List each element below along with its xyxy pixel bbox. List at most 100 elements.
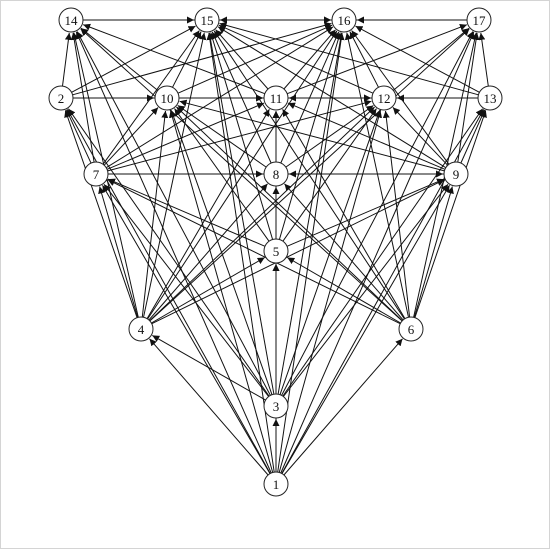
node-label: 2	[58, 91, 65, 106]
node-15: 15	[194, 7, 220, 33]
edge-2-to-14	[62, 32, 72, 87]
node-circle	[58, 7, 84, 33]
edge-6-to-5	[287, 257, 401, 324]
node-12: 12	[371, 85, 397, 111]
edge-10-to-14	[80, 27, 159, 91]
node-6: 6	[398, 316, 424, 342]
node-label: 11	[270, 91, 283, 106]
node-circle	[466, 7, 492, 33]
edge-11-to-15	[215, 29, 269, 90]
edge-12-to-16	[349, 31, 379, 88]
node-label: 4	[138, 322, 145, 337]
node-circle	[443, 161, 469, 187]
node-label: 13	[484, 91, 497, 106]
node-14: 14	[58, 7, 84, 33]
edge-13-to-15	[219, 21, 479, 96]
edge-6-to-9	[413, 186, 454, 318]
node-label: 17	[473, 13, 487, 28]
edge-8-to-12	[285, 105, 374, 168]
node-label: 5	[273, 244, 280, 259]
node-label: 10	[161, 91, 174, 106]
edge-5-to-7	[107, 178, 266, 247]
node-7: 7	[83, 161, 109, 187]
node-13: 13	[477, 85, 503, 111]
node-circle	[194, 7, 220, 33]
edge-1-to-4	[149, 338, 269, 476]
edge-1-to-7	[102, 184, 271, 474]
edge-4-to-11	[146, 108, 270, 319]
edge-3-to-13	[282, 108, 484, 397]
edge-7-to-12	[107, 99, 372, 172]
edge-1-to-6	[283, 338, 403, 476]
edge-2-to-15	[71, 25, 196, 93]
edge-10-to-16	[177, 24, 333, 94]
node-2: 2	[48, 85, 74, 111]
edge-1-to-12	[278, 110, 382, 473]
edge-4-to-2	[64, 110, 138, 318]
edge-3-to-17	[281, 31, 474, 396]
node-circle	[48, 85, 74, 111]
edge-7-to-16	[105, 26, 334, 169]
edge-10-to-15	[172, 31, 202, 88]
edge-1-to-10	[169, 110, 274, 473]
edge-4-to-10	[141, 110, 169, 318]
edge-1-to-14	[75, 31, 272, 474]
edge-5-to-10	[174, 108, 270, 242]
node-label: 15	[201, 13, 214, 28]
edge-11-to-16	[283, 29, 336, 90]
edge-7-to-2	[65, 109, 92, 164]
node-10: 10	[154, 85, 180, 111]
edge-6-to-13	[414, 110, 487, 318]
edge-7-to-11	[106, 102, 265, 170]
node-label: 3	[273, 399, 280, 414]
node-16: 16	[331, 7, 357, 33]
node-circle	[263, 238, 289, 264]
node-circle	[477, 85, 503, 111]
edge-1-to-17	[280, 31, 475, 474]
edge-3-to-14	[76, 31, 271, 396]
edge-3-to-9	[283, 183, 449, 397]
node-circle	[128, 316, 154, 342]
edge-6-to-15	[213, 30, 405, 320]
edge-2-to-16	[72, 21, 332, 96]
edge-9-to-15	[217, 26, 447, 169]
edge-4-to-5	[151, 257, 265, 324]
edge-5-to-12	[282, 108, 377, 242]
node-5: 5	[263, 238, 289, 264]
edge-6-to-7	[107, 179, 401, 325]
edge-8-to-10	[177, 104, 267, 168]
node-circle	[263, 161, 289, 187]
node-label: 12	[378, 91, 391, 106]
edges-layer	[62, 16, 489, 476]
node-label: 6	[408, 322, 415, 337]
edge-3-to-2	[67, 108, 270, 397]
edge-1-to-16	[277, 32, 345, 473]
node-circle	[371, 85, 397, 111]
edge-9-to-12	[392, 107, 449, 166]
edge-4-to-9	[151, 179, 445, 325]
edge-12-to-15	[218, 24, 374, 94]
node-label: 8	[273, 167, 280, 182]
edge-3-to-4	[152, 334, 266, 401]
edge-9-to-13	[460, 109, 486, 164]
edge-7-to-10	[103, 107, 159, 166]
node-4: 4	[128, 316, 154, 342]
node-circle	[398, 316, 424, 342]
edge-12-to-17	[392, 27, 470, 91]
node-circle	[263, 471, 289, 497]
edge-4-to-7	[98, 186, 139, 318]
node-circle	[331, 7, 357, 33]
edge-13-to-16	[355, 25, 480, 93]
node-9: 9	[443, 161, 469, 187]
node-circle	[83, 161, 109, 187]
node-label: 7	[93, 167, 100, 182]
node-circle	[154, 85, 180, 111]
edge-4-to-8	[148, 183, 268, 321]
edge-13-to-17	[478, 32, 489, 87]
node-1: 1	[263, 471, 289, 497]
node-circle	[263, 85, 289, 111]
edge-5-to-9	[286, 178, 445, 247]
edge-6-to-8	[284, 183, 404, 321]
